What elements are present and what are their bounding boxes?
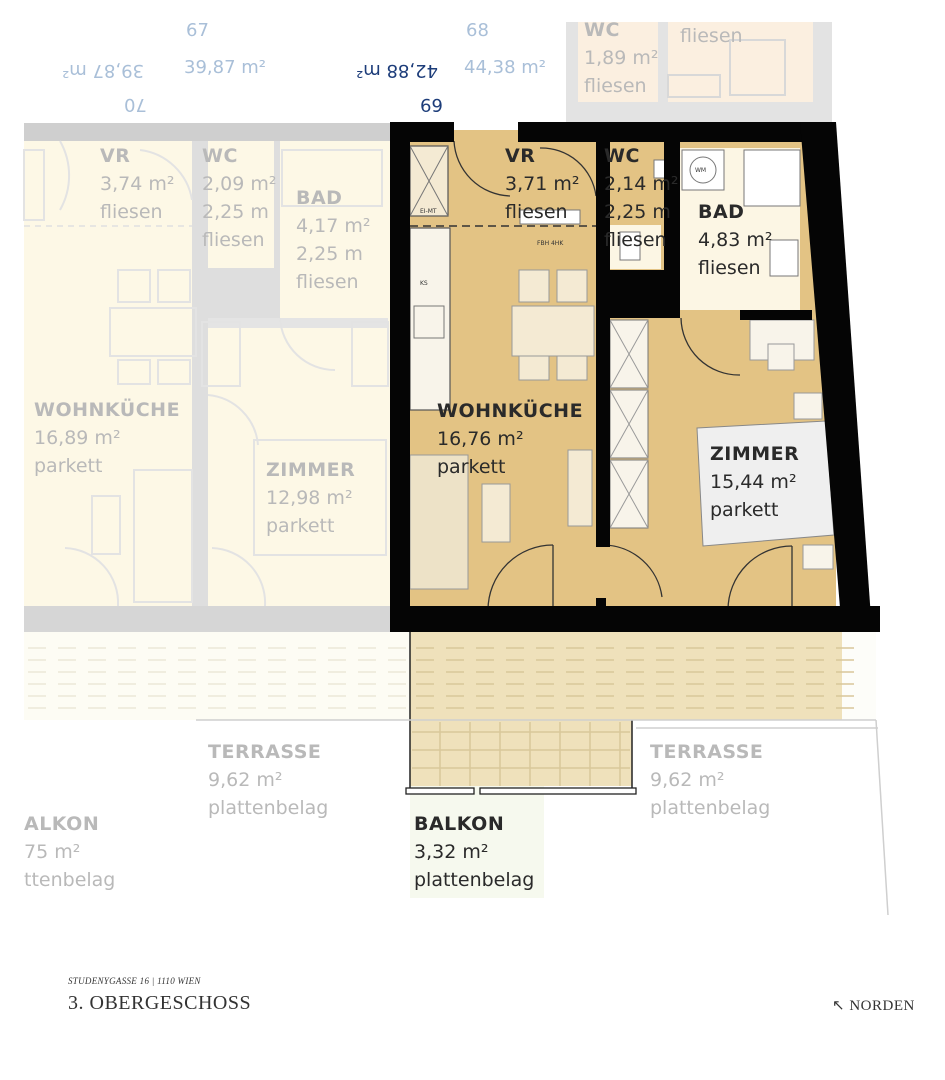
terrace-zone (24, 632, 889, 916)
room-label-wc: WC 2,14 m² 2,25 m fliesen (604, 145, 679, 251)
main-unit-walls (390, 122, 880, 632)
unit-area-67: 39,87 m² (184, 57, 267, 78)
unit-area-69: 42,88 m² (356, 60, 439, 81)
fixture-label-fbh: FBH 4HK (537, 240, 564, 247)
room-label-neighbor-balkon: ALKON 75 m² ttenbelag (24, 813, 116, 891)
room-label-neighbor-zimmer: ZIMMER 12,98 m² parkett (266, 459, 356, 537)
room-label-wohnkueche: WOHNKÜCHE 16,76 m² parkett (437, 400, 584, 478)
footer-address: STUDENYGASSE 16 | 1110 WIEN (68, 976, 201, 986)
fixture-label-ks: KS (420, 280, 428, 287)
fixture-label-wm: WM (695, 167, 707, 174)
footer-floor-title: 3. OBERGESCHOSS (68, 992, 252, 1014)
neighbor-left-unit (23, 123, 390, 633)
north-indicator: ↖ NORDEN (832, 996, 915, 1015)
room-label-neighbor-wc: WC 2,09 m² 2,25 m fliesen (202, 145, 277, 251)
room-label-wc-top: WC 1,89 m² fliesen (584, 19, 659, 97)
arrow-up-left-icon: ↖ (832, 998, 846, 1014)
unit-number-67: 67 (186, 20, 209, 41)
room-label-balkon: BALKON 3,32 m² plattenbelag (414, 813, 535, 891)
unit-area-70: 39,87 m² (62, 60, 145, 81)
room-label-neighbor-vr: VR 3,74 m² fliesen (100, 145, 175, 223)
unit-number-70: 70 (124, 94, 147, 115)
room-label-neighbor-bad: BAD 4,17 m² 2,25 m fliesen (296, 187, 371, 293)
room-label-bad: BAD 4,83 m² fliesen (698, 201, 773, 279)
unit-area-68: 44,38 m² (464, 57, 547, 78)
room-label-neighbor-terrasse-right: TERRASSE 9,62 m² plattenbelag (650, 741, 771, 819)
room-label-neighbor-terrasse-left: TERRASSE 9,62 m² plattenbelag (208, 741, 329, 819)
room-label-zimmer: ZIMMER 15,44 m² parkett (710, 443, 800, 521)
room-label-top-floor: fliesen (680, 25, 743, 47)
room-label-vr: VR 3,71 m² fliesen (505, 145, 580, 223)
unit-number-69: 69 (420, 94, 443, 115)
neighbor-top-unit (566, 22, 832, 122)
room-label-neighbor-wohnkueche: WOHNKÜCHE 16,89 m² parkett (34, 399, 181, 477)
fixture-label-em: EI-MT (420, 208, 437, 215)
unit-number-68: 68 (466, 20, 489, 41)
north-label: NORDEN (849, 998, 915, 1014)
